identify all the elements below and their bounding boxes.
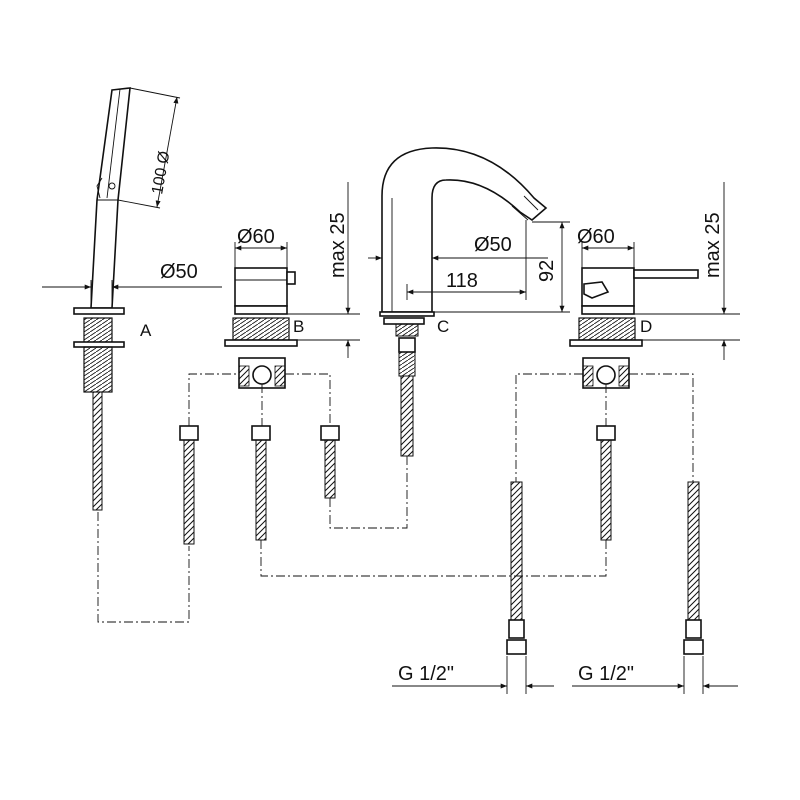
- dim-100-label: 100 Ø: [149, 150, 173, 196]
- diverter-dimensions: Ø60 max 25: [234, 182, 360, 358]
- dim-max25-left-label: max 25: [327, 212, 349, 278]
- mixer-dimensions: Ø60 max 25: [577, 182, 740, 360]
- mixer-d: [569, 267, 699, 389]
- label-b: B: [293, 317, 304, 336]
- dim-118-label: 118: [446, 270, 478, 292]
- label-a: A: [140, 321, 152, 340]
- diverter-b: [224, 267, 298, 389]
- hand-shower-a: [73, 87, 131, 511]
- dim-o50-left-label: Ø50: [160, 261, 198, 283]
- hoses: [179, 425, 704, 655]
- dim-g12-left-label: G 1/2": [398, 663, 454, 685]
- dim-max25-right-label: max 25: [702, 212, 724, 278]
- label-d: D: [640, 317, 652, 336]
- dim-o60-left-label: Ø60: [237, 226, 275, 248]
- label-c: C: [437, 317, 449, 336]
- dim-o60-right-label: Ø60: [577, 226, 615, 248]
- spout-dimensions: Ø50 118 92: [368, 220, 570, 313]
- dim-o50-spout-label: Ø50: [474, 234, 512, 256]
- dim-92-label: 92: [536, 260, 558, 282]
- dim-g12-right-label: G 1/2": [578, 663, 634, 685]
- connection-dimensions: G 1/2" G 1/2": [392, 656, 738, 694]
- connection-lines: [97, 373, 694, 623]
- spout-c: [379, 147, 548, 457]
- hose-outlet-dimension: Ø50: [42, 261, 222, 306]
